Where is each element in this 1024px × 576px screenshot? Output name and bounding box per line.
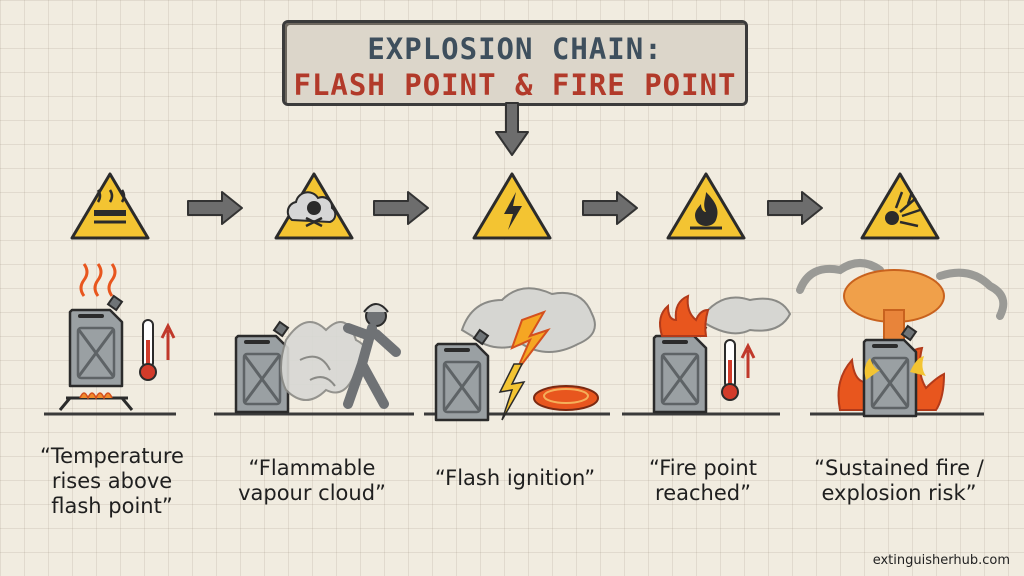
heat-warning-icon [70,172,150,240]
caption-line: reached” [655,481,751,505]
flow-arrow-1 [187,191,243,225]
caption-line: vapour cloud” [238,481,386,505]
caption-line: “Sustained fire / [814,456,984,480]
title-down-arrow [495,102,529,156]
title-box: EXPLOSION CHAIN: FLASH POINT & FIRE POIN… [282,20,748,106]
scene-fire-point [652,294,792,414]
flow-arrow-3 [582,191,638,225]
caption-step-5: “Sustained fire / explosion risk” [794,456,1004,506]
caption-step-1: “Temperature rises above flash point” [22,444,202,519]
high-voltage-warning-icon [472,172,552,240]
caption-step-3: “Flash ignition” [420,466,610,491]
caption-line: “Flash ignition” [434,466,596,490]
caption-step-4: “Fire point reached” [618,456,788,506]
flame-warning-icon [666,172,746,240]
title-line-1: EXPLOSION CHAIN: [367,32,663,66]
scene-explosion [796,259,1008,418]
caption-step-2: “Flammable vapour cloud” [222,456,402,506]
scene-flash-ignition [434,287,599,422]
caption-line: flash point” [51,494,173,518]
title-line-2: FLASH POINT & FIRE POINT [293,68,737,102]
caption-line: explosion risk” [821,481,977,505]
toxic-cloud-warning-icon [274,172,354,240]
caption-line: rises above [51,469,173,493]
caption-line: “Temperature [40,444,184,468]
flow-arrow-2 [373,191,429,225]
site-credit: extinguisherhub.com [872,553,1010,568]
flow-arrow-4 [767,191,823,225]
caption-line: “Flammable [248,456,376,480]
explosive-warning-icon [860,172,940,240]
scene-heated-can [58,263,176,411]
scene-vapour-cloud [234,303,401,414]
caption-line: “Fire point [649,456,757,480]
